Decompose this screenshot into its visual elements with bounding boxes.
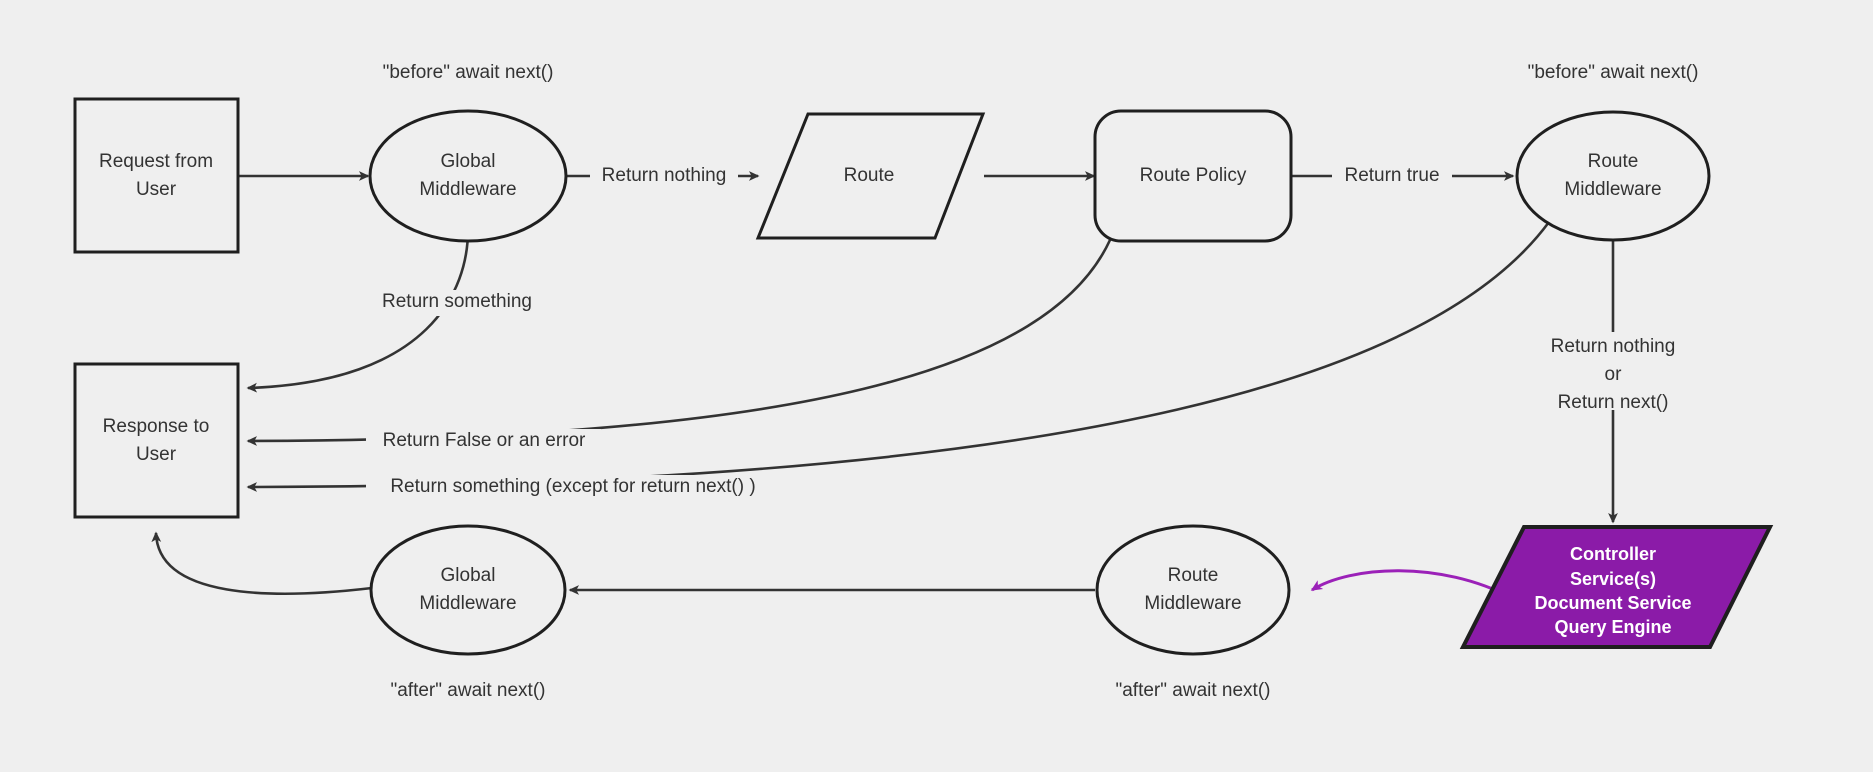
edge-label-return-true: Return true: [1332, 164, 1452, 188]
node-request-from-user[interactable]: Request from User: [73, 97, 240, 254]
node-route-middleware-before-line-1: Route: [1588, 151, 1639, 172]
node-response-to-user-line-2: User: [136, 444, 177, 465]
edge-label-return-nothing: Return nothing: [590, 164, 738, 188]
node-route[interactable]: Route: [755, 112, 986, 240]
edge-label-return-false-or-error: Return False or an error: [366, 429, 601, 453]
edge-label-return-nothing-or-next-line-1: Return nothing: [1551, 336, 1676, 357]
edge-label-return-nothing-or-next-line-3: Return next(): [1558, 392, 1669, 413]
edge-label-return-false-or-error-text: Return False or an error: [383, 430, 586, 451]
node-controller-services-line-2: Service(s): [1570, 569, 1656, 589]
node-route-middleware-before-line-2: Middleware: [1564, 179, 1661, 200]
note-global-middleware-after: "after" await next(): [391, 680, 546, 701]
edge-label-return-something-except: Return something (except for return next…: [366, 475, 778, 499]
node-response-to-user-line-1: Response to: [103, 416, 210, 437]
node-route-middleware-before[interactable]: Route Middleware: [1515, 110, 1711, 242]
edge-label-return-something-except-text: Return something (except for return next…: [390, 476, 755, 497]
node-response-to-user[interactable]: Response to User: [73, 362, 240, 519]
node-route-policy[interactable]: Route Policy: [1093, 109, 1293, 243]
node-global-middleware-before-line-1: Global: [441, 151, 496, 172]
edge-route-policy-to-response: [246, 239, 1112, 446]
node-global-middleware-before[interactable]: Global Middleware: [368, 109, 568, 243]
node-global-middleware-before-line-2: Middleware: [419, 179, 516, 200]
edge-global-middleware-to-response: [246, 229, 470, 393]
node-controller-services-line-4: Query Engine: [1554, 617, 1671, 637]
edge-label-return-nothing-or-next-line-2: or: [1605, 364, 1623, 385]
node-route-middleware-after-line-2: Middleware: [1144, 593, 1241, 614]
node-route-middleware-after-line-1: Route: [1168, 565, 1219, 586]
edge-label-return-something-text: Return something: [382, 291, 532, 312]
note-global-middleware-before: "before" await next(): [383, 62, 554, 83]
note-route-middleware-before: "before" await next(): [1528, 62, 1699, 83]
node-global-middleware-after[interactable]: Global Middleware: [369, 524, 567, 656]
node-route-policy-label: Route Policy: [1140, 165, 1247, 186]
node-request-from-user-line-1: Request from: [99, 151, 213, 172]
node-route-middleware-after[interactable]: Route Middleware: [1095, 524, 1291, 656]
edge-label-return-nothing-or-next: Return nothing or Return next(): [1528, 332, 1700, 413]
note-route-middleware-after: "after" await next(): [1116, 680, 1271, 701]
node-controller-services[interactable]: Controller Service(s) Document Service Q…: [1459, 525, 1774, 649]
edge-label-return-something: Return something: [363, 290, 538, 316]
node-request-from-user-line-2: User: [136, 179, 177, 200]
node-route-label: Route: [844, 165, 895, 186]
edge-label-return-nothing-text: Return nothing: [602, 165, 727, 186]
edge-label-return-true-text: Return true: [1344, 165, 1439, 186]
node-global-middleware-after-line-2: Middleware: [419, 593, 516, 614]
edge-controller-to-route-middleware-after: [1310, 569, 1513, 600]
node-controller-services-line-3: Document Service: [1534, 593, 1691, 613]
node-controller-services-line-1: Controller: [1570, 544, 1656, 564]
node-global-middleware-after-line-1: Global: [441, 565, 496, 586]
edge-global-middleware-after-to-response: [151, 531, 373, 596]
